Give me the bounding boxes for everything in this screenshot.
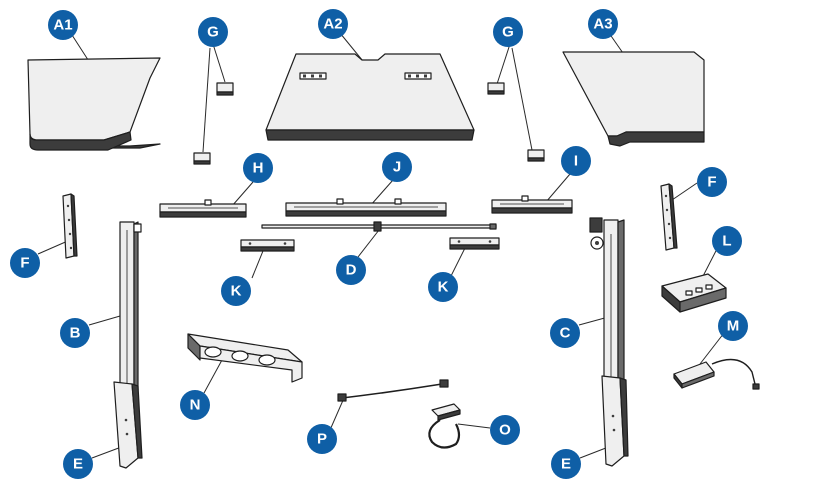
callout-f-left-label: F — [20, 255, 29, 272]
callout-a2: A2 — [318, 9, 348, 39]
callout-l-label: L — [722, 233, 731, 250]
callout-a3: A3 — [588, 9, 618, 39]
callout-h: H — [243, 153, 273, 183]
holder-n — [187, 333, 303, 383]
callout-j: J — [382, 152, 412, 182]
callout-a3-label: A3 — [593, 16, 612, 33]
callout-p: P — [307, 424, 337, 454]
bracket-k-left — [240, 239, 295, 252]
callout-f-left: F — [10, 248, 40, 278]
callout-f-right: F — [697, 167, 727, 197]
callout-b-label: B — [70, 325, 81, 342]
foot-e-right — [601, 375, 629, 467]
callout-g-left: G — [198, 17, 228, 47]
callout-d: D — [336, 255, 366, 285]
callout-a1-label: A1 — [53, 17, 72, 34]
side-bracket-f-left — [62, 193, 78, 259]
callout-k-left: K — [221, 276, 251, 306]
callout-h-label: H — [253, 160, 264, 177]
callout-d-label: D — [346, 262, 357, 279]
callout-g-left-label: G — [207, 24, 219, 41]
callout-o-label: O — [499, 422, 511, 439]
callout-p-label: P — [317, 431, 327, 448]
pad-g-3 — [487, 82, 505, 95]
leg-b — [119, 221, 142, 393]
side-bracket-f-right — [660, 183, 678, 251]
bracket-k-right — [449, 237, 500, 250]
pad-g-2 — [193, 152, 211, 165]
callout-o: O — [490, 415, 520, 445]
clip-o — [428, 403, 461, 449]
callout-c-label: C — [560, 325, 571, 342]
callout-g-right-label: G — [502, 24, 514, 41]
callout-m-label: M — [727, 318, 740, 335]
desktop-panel-a1 — [27, 57, 161, 151]
callout-e-right: E — [551, 449, 581, 479]
callout-k-right-label: K — [438, 279, 449, 296]
beam-i — [491, 195, 573, 214]
control-box-l — [661, 273, 727, 313]
callout-e-right-label: E — [561, 456, 571, 473]
callout-i: I — [561, 146, 591, 176]
callout-f-right-label: F — [707, 174, 716, 191]
beam-j — [285, 198, 447, 217]
callout-n-label: N — [190, 397, 201, 414]
power-supply-m — [673, 358, 760, 390]
foot-e-left — [113, 381, 143, 469]
desktop-panel-a3 — [562, 51, 705, 147]
desktop-panel-a2 — [265, 53, 475, 141]
leg-c — [589, 217, 625, 385]
callout-n: N — [180, 390, 210, 420]
callout-k-left-label: K — [231, 283, 242, 300]
callout-e-left: E — [63, 449, 93, 479]
pad-g-4 — [527, 149, 545, 162]
callout-g-right: G — [493, 17, 523, 47]
cable-p — [337, 379, 449, 402]
callout-e-left-label: E — [73, 456, 83, 473]
callout-j-label: J — [393, 159, 401, 176]
shaft-d — [261, 221, 497, 232]
callout-i-label: I — [574, 153, 578, 170]
callout-m: M — [718, 311, 748, 341]
pad-g-1 — [216, 82, 234, 96]
beam-h — [159, 199, 247, 218]
callout-k-right: K — [428, 272, 458, 302]
callout-a2-label: A2 — [323, 16, 342, 33]
callout-l: L — [712, 226, 742, 256]
callout-c: C — [550, 318, 580, 348]
callout-a1: A1 — [48, 10, 78, 40]
callout-b: B — [60, 318, 90, 348]
